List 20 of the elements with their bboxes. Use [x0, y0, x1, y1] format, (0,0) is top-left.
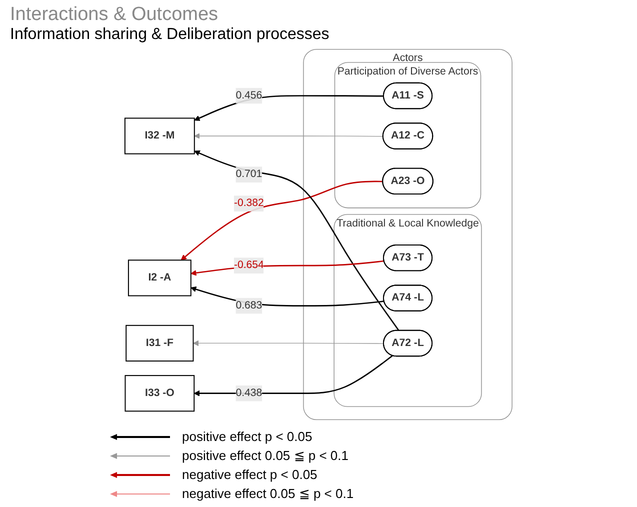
legend-text: negative effect p < 0.05: [182, 467, 318, 482]
edge-label: -0.654: [234, 260, 264, 271]
edge-label: -0.382: [234, 198, 264, 209]
arrow: [194, 150, 400, 332]
edge-label: 0.683: [236, 300, 262, 312]
arrow: [192, 340, 384, 346]
arrow: [180, 180, 383, 260]
title: Interactions & Outcomes: [10, 4, 220, 26]
node-box: I32 -M: [124, 118, 195, 154]
arrow: [194, 133, 384, 139]
legend-text: positive effect p < 0.05: [182, 429, 312, 444]
legend-text: positive effect 0.05 ≦ p < 0.1: [182, 448, 349, 463]
legend-text: negative effect 0.05 ≦ p < 0.1: [182, 486, 354, 501]
node-box: I33 -O: [124, 375, 195, 412]
edge-label: 0.438: [236, 387, 262, 399]
subtitle: Information sharing & Deliberation processes: [10, 26, 330, 44]
node-box: I31 -F: [126, 324, 194, 362]
edge-label: 0.456: [236, 90, 262, 102]
edge-label: 0.701: [236, 168, 262, 180]
node-box: I2 -A: [128, 260, 192, 296]
